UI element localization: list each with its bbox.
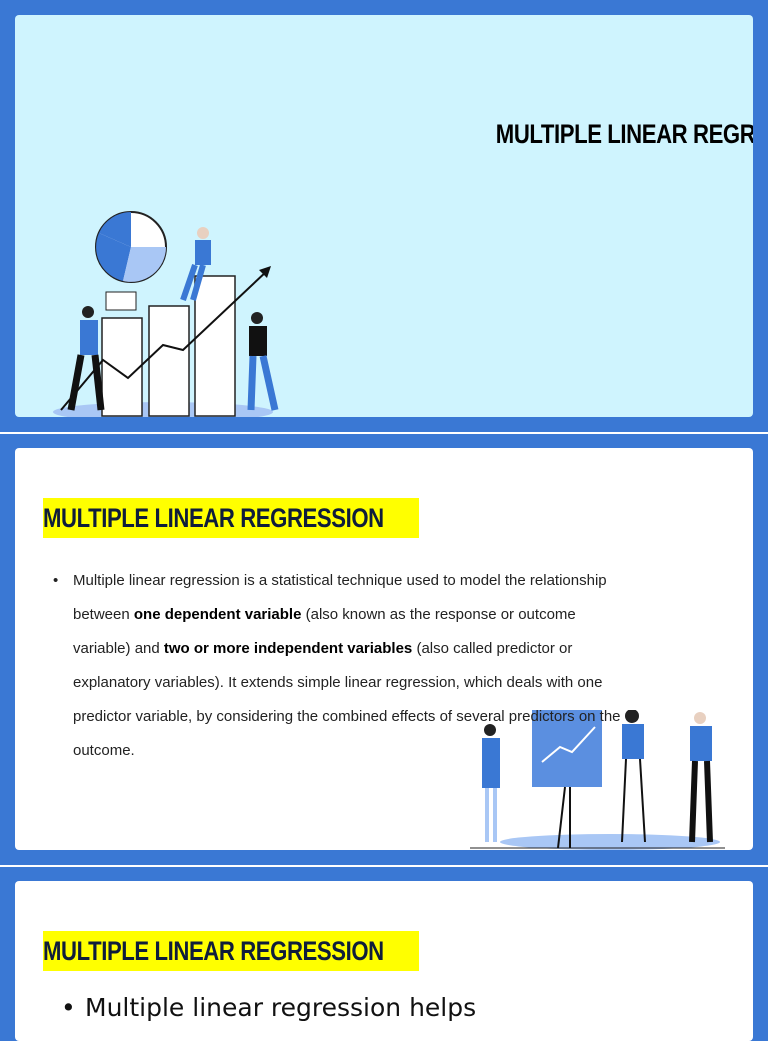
text: Multiple linear regression helps (85, 993, 477, 1022)
bold-text: one dependent variable (133, 606, 302, 623)
team-presentation-illustration (470, 710, 725, 850)
slide-separator (0, 865, 768, 867)
text: (also known as the response or outcome v… (73, 606, 576, 657)
title-highlight: MULTIPLE LINEAR REGRESSION (43, 931, 419, 971)
bold-text: two or more independent variables (163, 640, 413, 657)
bullet-item: •Multiple linear regression is a statist… (53, 572, 621, 759)
slide-title: MULTIPLE LINEAR REGRESSION (43, 936, 384, 966)
slide-title: MULTIPLE LINEAR REGRESSION (496, 119, 753, 149)
slide-separator (0, 432, 768, 434)
slide-1[interactable]: MULTIPLE LINEAR REGRESSION (15, 15, 753, 417)
text: (also called predictor or explanatory va… (73, 640, 621, 759)
bullet-item: •Multiple linear regression helps (61, 993, 477, 1022)
slide-2[interactable]: MULTIPLE LINEAR REGRESSION •Multiple lin… (15, 448, 753, 850)
text: Multiple linear regression is a statisti… (73, 572, 607, 623)
growth-chart-illustration (53, 211, 279, 417)
slide-title: MULTIPLE LINEAR REGRESSION (43, 503, 384, 533)
slide-body: •Multiple linear regression is a statist… (53, 564, 633, 768)
title-highlight: MULTIPLE LINEAR REGRESSION (43, 498, 419, 538)
slide-3[interactable]: MULTIPLE LINEAR REGRESSION •Multiple lin… (15, 881, 753, 1041)
